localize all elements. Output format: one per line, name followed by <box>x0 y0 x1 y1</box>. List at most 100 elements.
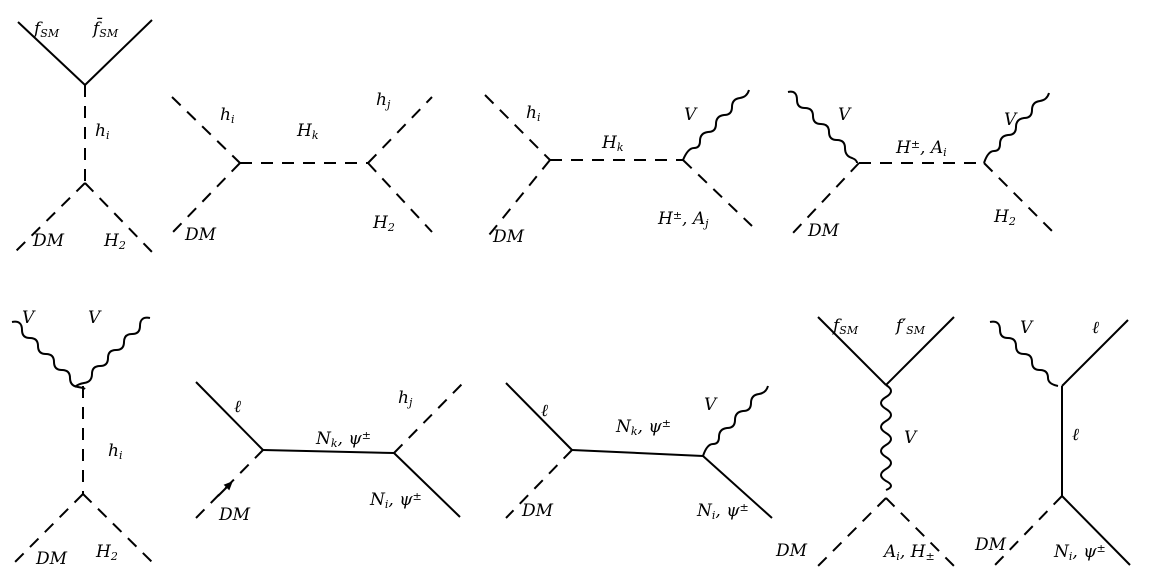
d4-h2-out <box>983 162 1055 234</box>
diagram-8: fSM f′SM V DM Ai, H± <box>775 316 955 567</box>
svg-text:f̄SM: f̄SM <box>91 16 119 40</box>
d6-label-hj: hj <box>398 388 413 409</box>
svg-text:Nk, ψ±: Nk, ψ± <box>615 417 671 438</box>
d7-label-nk-psi: Nk, ψ± <box>615 417 671 438</box>
d3-gauge-boson-out <box>682 89 750 161</box>
svg-text:fSM: fSM <box>32 19 60 40</box>
svg-text:ℓ: ℓ <box>1072 425 1079 445</box>
d8-fermion-in <box>817 316 887 386</box>
d3-label-dm: DM <box>492 227 525 247</box>
d9-fermion-out <box>1061 495 1131 566</box>
svg-text:V: V <box>1020 318 1034 338</box>
d9-label-dm: DM <box>974 535 1007 555</box>
svg-text:H2: H2 <box>103 231 126 252</box>
d8-dm-out <box>817 497 887 567</box>
d6-label-lepton: ℓ <box>234 397 241 417</box>
d9-label-lepton-out: ℓ <box>1092 318 1099 338</box>
svg-text:f′SM: f′SM <box>894 316 926 337</box>
svg-text:hi: hi <box>220 105 234 126</box>
d7-lepton-in <box>505 382 573 451</box>
d1-antifermion-in <box>84 19 153 86</box>
d5-dm-out <box>14 493 84 563</box>
d1-label-f: fSM <box>32 19 60 40</box>
d1-label-dm: DM <box>32 231 65 251</box>
svg-text:H±, Aj: H±, Aj <box>657 209 709 230</box>
d5-h2-out <box>82 493 153 563</box>
svg-text:Hk: Hk <box>296 121 319 142</box>
d5-label-h2: H2 <box>95 542 118 563</box>
d1-label-fbar: f̄SM <box>91 16 119 40</box>
svg-text:H2: H2 <box>95 542 118 563</box>
svg-text:Ni, ψ±: Ni, ψ± <box>1053 542 1106 563</box>
d2-hi-in <box>171 96 241 164</box>
d8-gauge-propagator <box>880 384 892 491</box>
d6-hj-out <box>393 383 463 454</box>
svg-text:DM: DM <box>974 535 1007 555</box>
svg-text:DM: DM <box>184 225 217 245</box>
diagram-9: V ℓ ℓ DM Ni, ψ± <box>974 318 1131 566</box>
d6-dm-arrow <box>217 481 233 497</box>
d1-h2-out <box>84 182 153 253</box>
d5-gauge-boson-in-right <box>74 316 151 388</box>
svg-text:V: V <box>904 428 918 448</box>
diagram-7: ℓ Nk, ψ± V DM Ni, ψ± <box>505 382 773 522</box>
d2-h2-out <box>367 162 433 233</box>
d7-label-ni-psi: Ni, ψ± <box>696 501 749 522</box>
diagram-6: ℓ Nk, ψ± hj DM Ni, ψ± <box>195 381 463 525</box>
svg-text:DM: DM <box>492 227 525 247</box>
svg-text:DM: DM <box>775 541 808 561</box>
d2-label-hk: Hk <box>296 121 319 142</box>
d4-label-v-in: V <box>838 105 852 125</box>
d7-gauge-boson-out <box>702 385 769 457</box>
svg-text:Ni, ψ±: Ni, ψ± <box>369 490 422 511</box>
d7-fermion-propagator <box>571 449 704 457</box>
diagram-5: V V hi DM H2 <box>11 308 153 569</box>
d2-label-hi: hi <box>220 105 234 126</box>
d9-label-ni-psi: Ni, ψ± <box>1053 542 1106 563</box>
svg-text:Nk, ψ±: Nk, ψ± <box>315 429 371 450</box>
d1-label-h2: H2 <box>103 231 126 252</box>
d9-lepton-out <box>1061 319 1129 387</box>
d8-fermion-prime-in <box>885 316 955 386</box>
d8-ai-hpm-out <box>885 497 955 567</box>
svg-text:DM: DM <box>32 231 65 251</box>
svg-text:hi: hi <box>526 103 540 124</box>
d2-label-h2: H2 <box>372 213 395 234</box>
d3-label-hi: hi <box>526 103 540 124</box>
svg-text:V: V <box>88 308 102 328</box>
d1-label-hi: hi <box>95 121 109 142</box>
svg-text:DM: DM <box>521 501 554 521</box>
d6-fermion-propagator <box>262 449 395 454</box>
svg-text:hi: hi <box>95 121 109 142</box>
d4-label-v-out: V <box>1004 110 1018 130</box>
d7-label-dm: DM <box>521 501 554 521</box>
d6-label-nk-psi: Nk, ψ± <box>315 429 371 450</box>
d4-label-h2: H2 <box>993 207 1016 228</box>
d7-dm-in <box>505 449 573 519</box>
d4-gauge-boson-in <box>787 90 858 164</box>
svg-text:DM: DM <box>218 505 251 525</box>
d3-hi-in <box>484 94 551 161</box>
d3-label-v: V <box>684 105 698 125</box>
d8-label-fprime: f′SM <box>894 316 926 337</box>
svg-text:hj: hj <box>398 388 413 409</box>
diagram-3: hi Hk V DM H±, Aj <box>484 89 753 247</box>
svg-text:V: V <box>704 395 718 415</box>
d5-gauge-boson-in-left <box>11 320 86 390</box>
d5-label-hi: hi <box>108 441 122 462</box>
d5-label-v-right: V <box>88 308 102 328</box>
svg-text:hj: hj <box>376 90 391 111</box>
d8-label-v: V <box>904 428 918 448</box>
svg-text:V: V <box>1004 110 1018 130</box>
d4-gauge-boson-out <box>983 92 1050 164</box>
svg-text:Hk: Hk <box>601 133 624 154</box>
d1-dm-out <box>14 182 86 253</box>
d7-label-lepton: ℓ <box>541 401 548 421</box>
d2-label-dm: DM <box>184 225 217 245</box>
diagram-4: V H±, Ai V DM H2 <box>787 90 1055 241</box>
svg-text:Ai, H±: Ai, H± <box>882 542 935 563</box>
d6-label-dm: DM <box>218 505 251 525</box>
svg-text:hi: hi <box>108 441 122 462</box>
d8-label-f: fSM <box>831 316 859 337</box>
